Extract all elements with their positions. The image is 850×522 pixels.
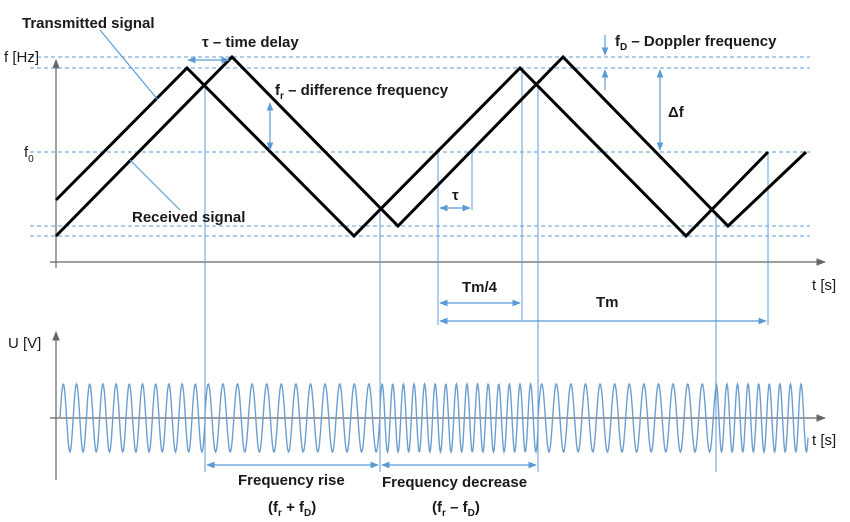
time-axis-label-top: t [s] [812,277,836,294]
frequency-decrease-formula: (fr – fD) [432,499,480,519]
received-pointer [129,159,181,211]
frequency-decrease-label: Frequency decrease [382,474,527,491]
delta-f-label: Δf [668,104,685,121]
beat-signal-wave [59,381,809,455]
difference-frequency-label: fr – difference frequency [275,82,449,102]
frequency-rise-label: Frequency rise [238,472,345,489]
f0-label: f0 [24,144,34,165]
transmitted-pointer [99,29,159,101]
frequency-rise-formula: (fr + fD) [268,499,316,519]
doppler-label: fD – Doppler frequency [615,33,777,53]
tau-label: τ [452,187,459,204]
freq-y-axis-label: f [Hz] [4,49,39,66]
tm4-label: Tm/4 [462,279,498,296]
time-axis-label-bottom: t [s] [812,432,836,449]
transmitted-signal-line [54,65,770,239]
time-delay-label: τ – time delay [202,34,299,51]
tm-label: Tm [596,294,619,311]
voltage-y-axis-label: U [V] [8,335,41,352]
received-signal-label: Received signal [132,209,245,226]
horizontal-guides [30,56,810,237]
received-signal-line [54,54,808,238]
transmitted-signal-label: Transmitted signal [22,15,155,32]
